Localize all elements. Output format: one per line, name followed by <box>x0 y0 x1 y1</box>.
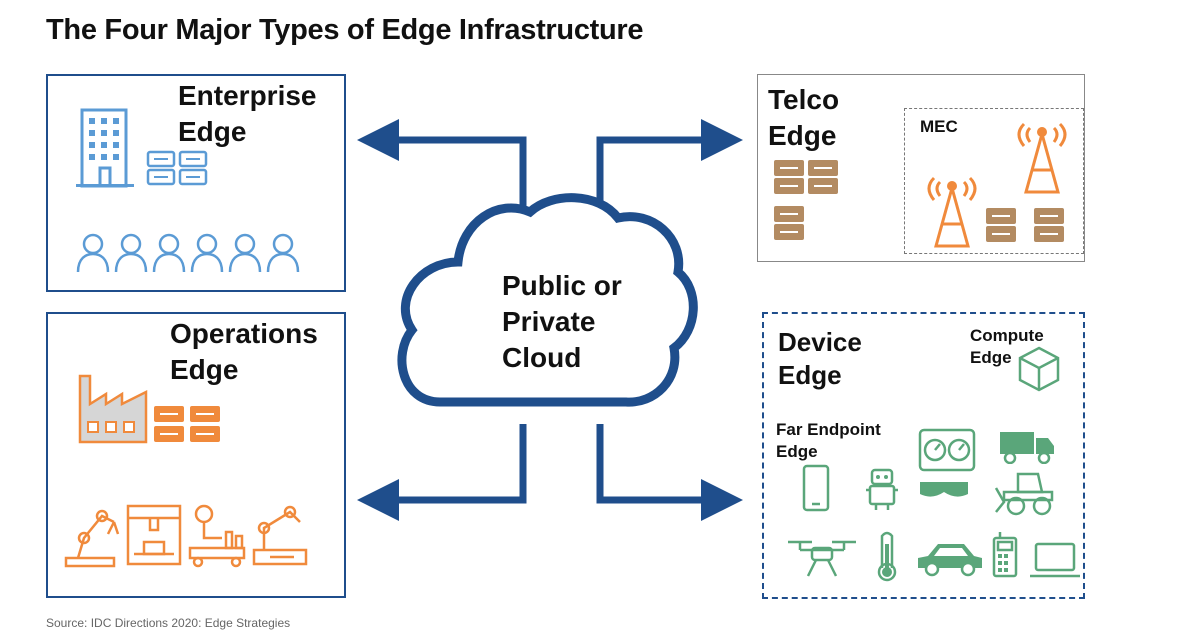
cloud-label-line-2: Private <box>502 306 596 337</box>
factory-icon <box>78 374 148 444</box>
operations-label-line-1: Operations <box>170 318 318 349</box>
building-icon <box>76 108 134 188</box>
drone-icon <box>788 540 856 577</box>
thermometer-icon <box>877 531 897 582</box>
arrow-to-operations <box>357 424 527 521</box>
mec-box <box>904 108 1084 254</box>
far-endpoint-edge-label: Far Endpoint Edge <box>776 419 881 463</box>
far-endpoint-label-line-2: Edge <box>776 442 818 461</box>
cloud-label: Public or Private Cloud <box>502 268 622 376</box>
arrow-to-device <box>596 424 743 521</box>
cloud-label-line-1: Public or <box>502 270 622 301</box>
enterprise-label-line-1: Enterprise <box>178 80 317 111</box>
operations-edge-label: Operations Edge <box>170 316 318 388</box>
device-edge-label: Device Edge <box>778 326 862 392</box>
assembly-line-icon <box>188 504 246 568</box>
compute-edge-label: Compute Edge <box>970 325 1044 369</box>
vr-headset-icon <box>920 482 968 497</box>
robot-arm-icon <box>252 505 308 566</box>
compute-label-line-2: Edge <box>970 348 1012 367</box>
server-icon <box>986 208 1064 242</box>
enterprise-edge-box <box>46 74 346 292</box>
package-icon <box>1018 346 1060 392</box>
diagram-title: The Four Major Types of Edge Infrastruct… <box>46 14 644 46</box>
source-note: Source: IDC Directions 2020: Edge Strate… <box>46 616 291 630</box>
server-icon <box>154 406 220 442</box>
compute-label-line-1: Compute <box>970 326 1044 345</box>
laptop-icon <box>1030 542 1080 578</box>
phone-icon <box>802 464 830 512</box>
telco-edge-box <box>757 74 1085 262</box>
operations-label-line-2: Edge <box>170 354 239 385</box>
device-label-line-2: Edge <box>778 360 842 390</box>
telco-edge-label: Telco Edge <box>768 82 839 154</box>
telco-label-line-2: Edge <box>768 120 837 151</box>
cell-tower-icon <box>927 176 977 248</box>
arrow-to-enterprise <box>357 119 527 210</box>
enterprise-edge-label: Enterprise Edge <box>178 78 317 150</box>
robot-arm-icon <box>64 509 120 568</box>
cell-tower-icon <box>1017 122 1067 194</box>
telco-label-line-1: Telco <box>768 84 840 115</box>
device-label-line-1: Device <box>778 327 862 357</box>
far-endpoint-label-line-1: Far Endpoint <box>776 420 881 439</box>
operations-edge-box <box>46 312 346 598</box>
truck-icon <box>1000 432 1054 464</box>
gauge-icon <box>918 428 976 472</box>
people-icon <box>76 233 300 274</box>
car-icon <box>918 544 982 577</box>
device-edge-box <box>762 312 1085 599</box>
printer-3d-icon <box>126 504 182 566</box>
cloud-label-line-3: Cloud <box>502 342 582 373</box>
pos-terminal-icon <box>992 532 1018 578</box>
bulldozer-icon <box>994 472 1054 516</box>
robot-icon <box>866 468 898 510</box>
cloud-shape <box>397 193 698 407</box>
arrow-to-telco <box>596 119 743 210</box>
mec-label: MEC <box>920 117 958 136</box>
server-icon <box>774 160 838 240</box>
enterprise-label-line-2: Edge <box>178 116 247 147</box>
server-icon <box>146 150 208 186</box>
